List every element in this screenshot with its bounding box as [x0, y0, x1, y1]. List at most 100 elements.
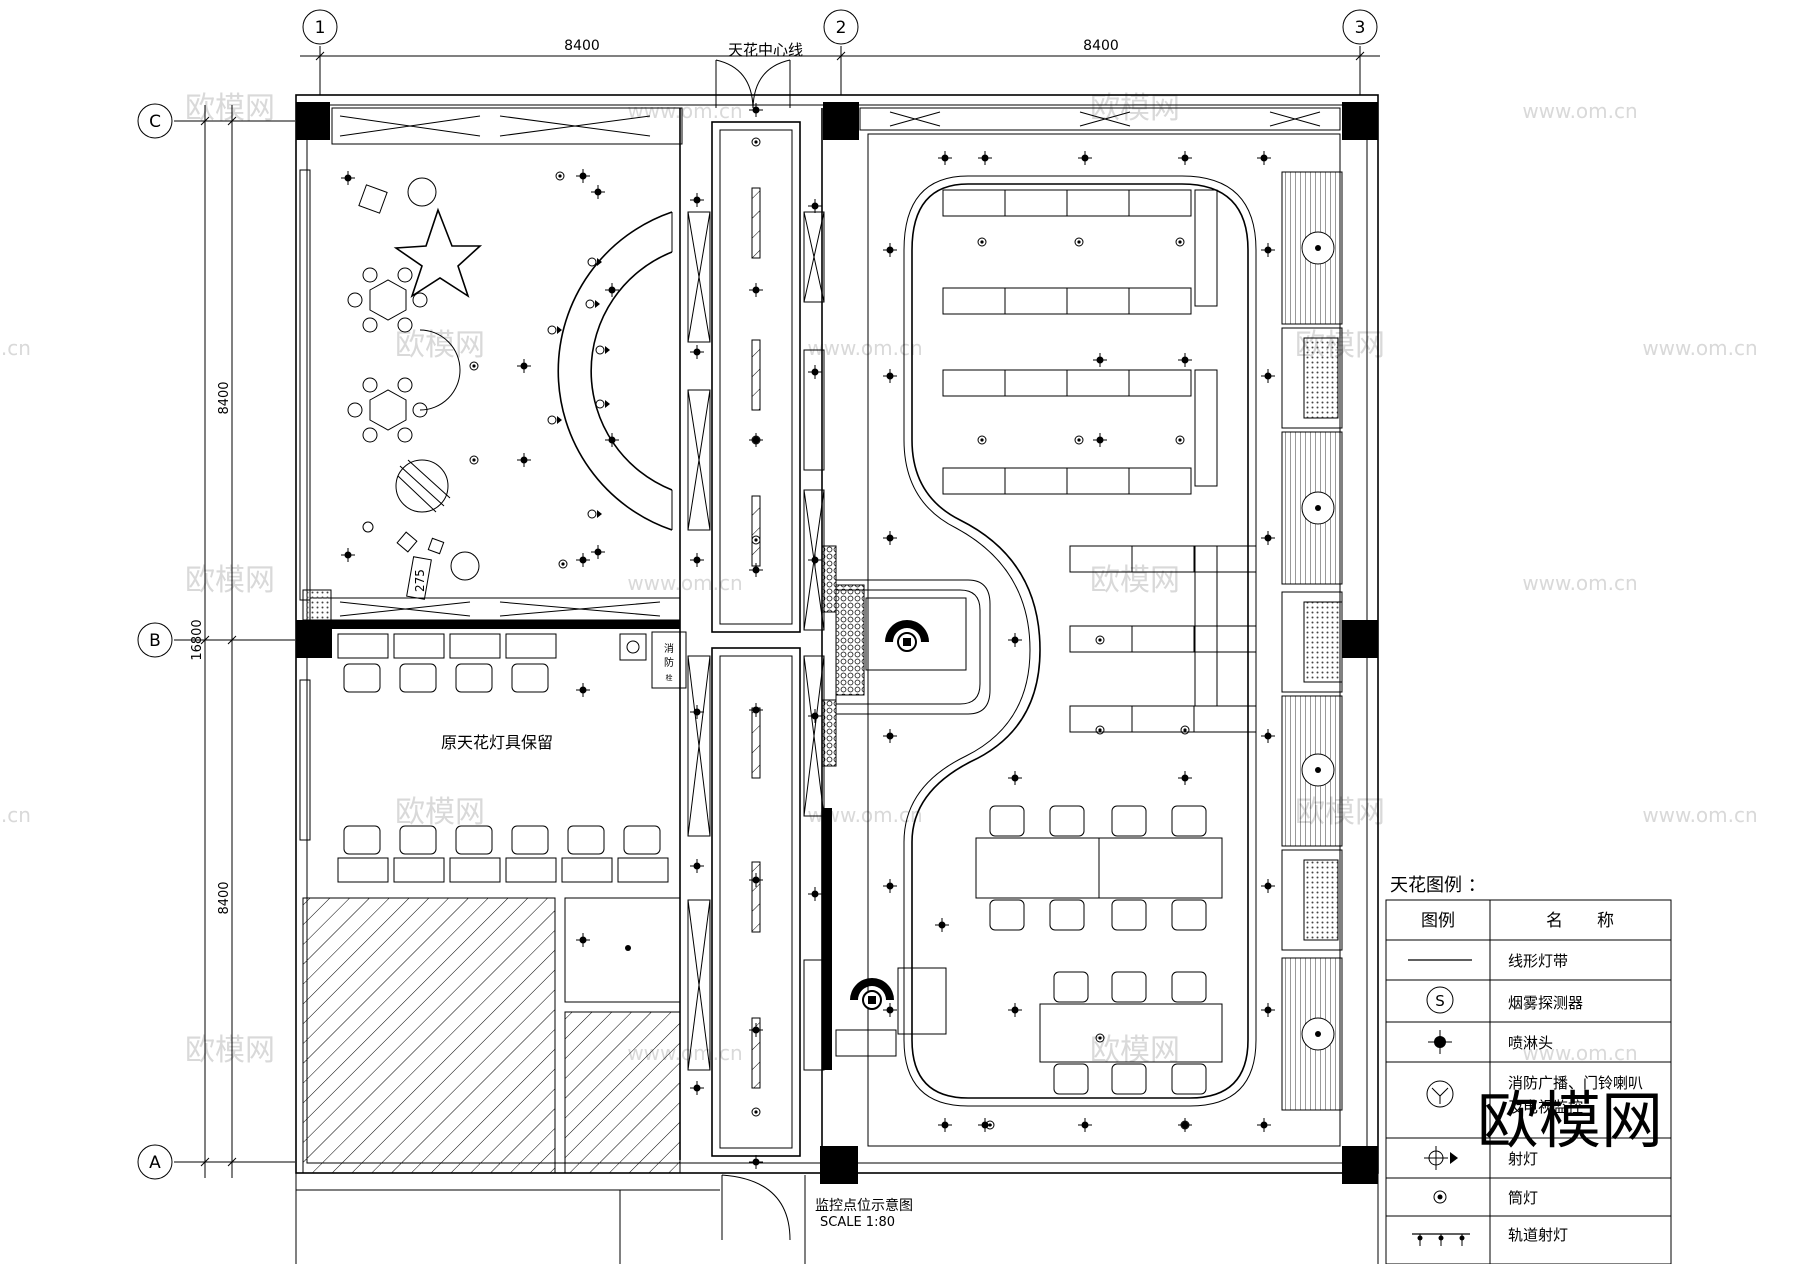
dimension-lines: 8400 8400 8400 8400 16800: [190, 38, 1380, 1178]
watermark-url: www.om.cn: [1642, 336, 1757, 360]
sprinkler-icon: [749, 563, 763, 577]
svg-text:B: B: [149, 631, 161, 651]
legend-item-name: 喷淋头: [1508, 1034, 1553, 1052]
watermark-text: 欧模网: [185, 1033, 275, 1068]
ceiling-center-line-label: 天花中心线: [728, 41, 803, 59]
chair: [511, 663, 549, 693]
watermark-text: 欧模网: [395, 328, 485, 363]
svg-text:S: S: [1435, 992, 1445, 1010]
desk: [617, 857, 669, 883]
desk: [561, 857, 613, 883]
chair: [1111, 805, 1147, 837]
downlight-icon: [1180, 725, 1190, 735]
grid-bubble-1: 1: [302, 9, 338, 45]
sprinkler-icon: [883, 369, 897, 383]
camera-group: [835, 620, 947, 1057]
desk: [337, 857, 389, 883]
legend-item-name: 线形灯带: [1508, 952, 1568, 970]
watermark-text: 欧模网: [395, 795, 485, 830]
sprinkler-icon: [938, 1118, 952, 1132]
grid-bubble-a: A: [137, 1144, 173, 1180]
desk: [337, 633, 389, 659]
building-walls: [295, 59, 1379, 1264]
grid-bubble-b: B: [137, 622, 173, 658]
svg-text:栓: 栓: [666, 673, 673, 682]
desk: [1128, 287, 1192, 315]
watermark-text: 欧模网: [185, 563, 275, 598]
sprinkler-icon: [1178, 151, 1192, 165]
svg-text:C: C: [149, 112, 161, 132]
sprinkler-icon: [938, 151, 952, 165]
chair: [1111, 1063, 1147, 1095]
dim-left-upper: 8400: [217, 381, 232, 414]
sprinkler-icon: [1257, 1118, 1271, 1132]
dim-total: 16800: [190, 619, 205, 660]
desk: [1131, 625, 1195, 653]
sprinkler-icon: [1261, 531, 1275, 545]
sprinkler-icon: [576, 683, 590, 697]
desk: [1128, 189, 1192, 217]
chair: [1049, 899, 1085, 931]
hatched-storage: [302, 897, 681, 1174]
sprinkler-icon: [978, 151, 992, 165]
downlight-icon: [751, 435, 761, 445]
legend-item-name: 烟雾探测器: [1508, 994, 1583, 1012]
sprinkler-icon: [1428, 1030, 1452, 1054]
chair: [455, 825, 493, 855]
sprinkler-icon: [690, 345, 704, 359]
kids-area: [347, 177, 673, 600]
sprinkler-icon: [1008, 1003, 1022, 1017]
sprinkler-icon: [690, 553, 704, 567]
right-wall-units: [299, 169, 1343, 1111]
chair: [567, 825, 605, 855]
chair: [1111, 971, 1147, 1003]
watermark-url: www.om.cn: [1642, 803, 1757, 827]
grid-bubble-2: 2: [823, 9, 859, 45]
desk: [1004, 287, 1068, 315]
desk: [1066, 467, 1130, 495]
chair: [1171, 971, 1207, 1003]
desk: [1131, 705, 1195, 733]
desk: [393, 857, 445, 883]
legend-col-symbol: 图例: [1421, 911, 1455, 931]
sprinkler-icon: [576, 169, 590, 183]
chair: [1053, 971, 1089, 1003]
spotlight-icon: [547, 325, 562, 335]
watermark-url: www.om.cn: [1522, 99, 1637, 123]
watermark-url: www.om.cn: [627, 99, 742, 123]
sprinkler-icon: [808, 199, 822, 213]
watermark-url: www.om.cn: [627, 571, 742, 595]
sprinkler-icon: [591, 545, 605, 559]
chair: [1171, 899, 1207, 931]
small-dim-label: 275: [413, 569, 427, 592]
office-ceiling: [835, 133, 1341, 1147]
chair: [623, 825, 661, 855]
sprinkler-icon: [517, 359, 531, 373]
downlight-icon: [1074, 237, 1084, 247]
desk: [942, 287, 1006, 315]
chair: [1171, 805, 1207, 837]
sprinkler-icon: [1008, 633, 1022, 647]
sprinkler-icon: [749, 1155, 763, 1169]
desk: [1066, 189, 1130, 217]
sprinkler-icon: [690, 193, 704, 207]
sprinkler-icon: [1008, 771, 1022, 785]
desk: [1004, 189, 1068, 217]
desk-return: [1194, 369, 1218, 487]
sprinkler-icon: [1261, 879, 1275, 893]
sprinkler-icon: [1261, 369, 1275, 383]
sprinkler-icon: [1261, 243, 1275, 257]
sprinkler-icon: [883, 1003, 897, 1017]
desk: [1193, 545, 1257, 573]
watermark-url: www.om.cn: [1522, 1041, 1637, 1065]
downlight-icon: [1175, 435, 1185, 445]
downlight-icon: [558, 559, 568, 569]
downlight-icon: [1175, 237, 1185, 247]
watermark-url: om.cn: [0, 803, 31, 827]
desk: [1066, 287, 1130, 315]
downlight-icon: [751, 535, 761, 545]
sprinkler-icon: [808, 365, 822, 379]
sprinkler-icon: [749, 1023, 763, 1037]
